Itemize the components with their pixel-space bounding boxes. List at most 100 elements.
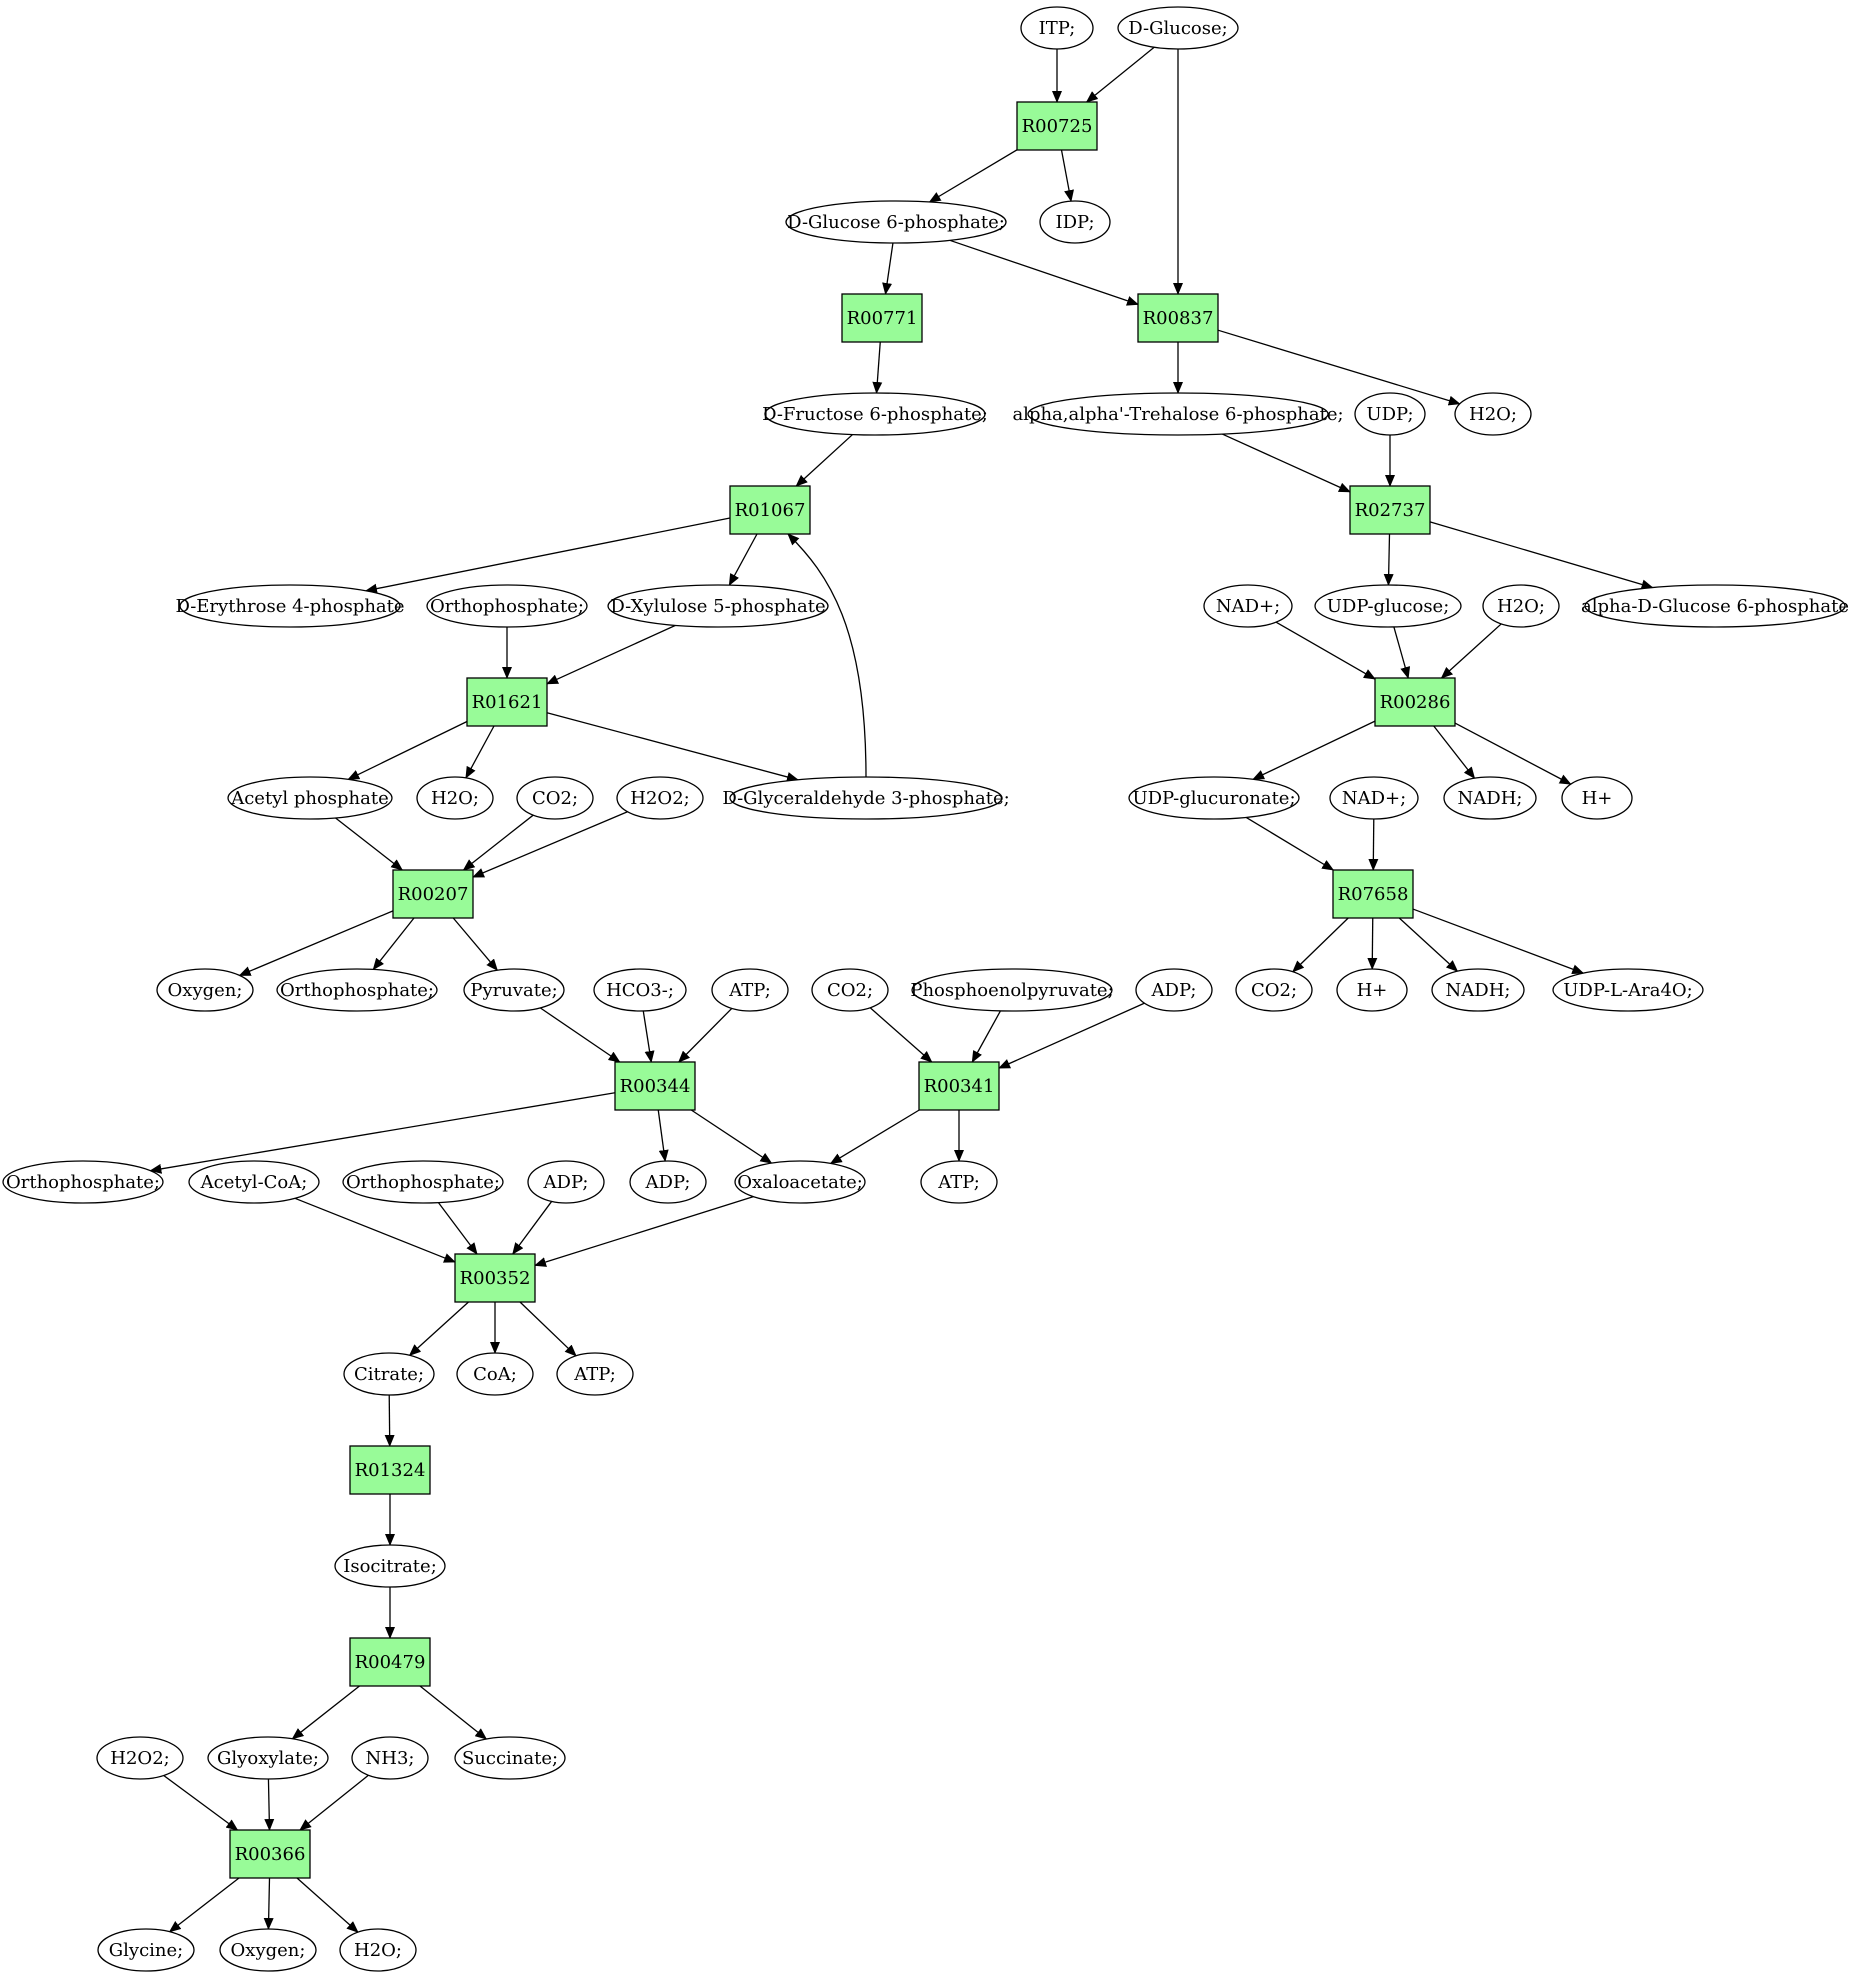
metabolite-node-m_idp[interactable]: IDP;	[1039, 200, 1111, 244]
node-label: alpha,alpha'-Trehalose 6-phosphate;	[1012, 404, 1343, 425]
metabolite-node-m_co2_2[interactable]: CO2;	[811, 968, 889, 1012]
reaction-node-r_R00771[interactable]: R00771	[841, 293, 923, 343]
node-label: D-Erythrose 4-phosphate	[175, 596, 404, 617]
metabolite-ellipse	[1454, 392, 1532, 436]
metabolite-node-m_pi_4[interactable]: Orthophosphate;	[342, 1160, 504, 1204]
node-label: H+	[1582, 788, 1613, 809]
metabolite-node-m_hplus_1[interactable]: H+	[1561, 776, 1633, 820]
node-label: R01621	[472, 692, 543, 713]
metabolite-ellipse	[1020, 6, 1094, 50]
metabolite-node-m_co2_1[interactable]: CO2;	[516, 776, 594, 820]
reaction-node-r_R01621[interactable]: R01621	[466, 677, 548, 727]
metabolite-node-m_gly[interactable]: Glycine;	[97, 1928, 195, 1972]
reaction-node-r_R01324[interactable]: R01324	[349, 1445, 431, 1495]
metabolite-ellipse	[920, 1160, 998, 1204]
metabolite-node-m_o2_1[interactable]: Oxygen;	[156, 968, 254, 1012]
reaction-node-r_R00341[interactable]: R00341	[918, 1061, 1000, 1111]
metabolite-node-m_x5p[interactable]: D-Xylulose 5-phosphate	[607, 584, 829, 628]
metabolite-node-m_glx[interactable]: Glyoxylate;	[207, 1736, 329, 1780]
metabolite-node-m_adp_1[interactable]: ADP;	[1135, 968, 1213, 1012]
reaction-box	[454, 1253, 536, 1303]
reaction-node-r_R00837[interactable]: R00837	[1137, 293, 1219, 343]
metabolite-node-m_acp[interactable]: Acetyl phosphate	[227, 776, 393, 820]
metabolite-ellipse	[207, 1736, 329, 1780]
reaction-node-r_R02737[interactable]: R02737	[1349, 485, 1431, 535]
metabolite-node-m_hco3[interactable]: HCO3-;	[593, 968, 687, 1012]
reaction-node-r_R00352[interactable]: R00352	[454, 1253, 536, 1303]
reaction-box	[729, 485, 811, 535]
metabolite-node-m_adp_3[interactable]: ADP;	[629, 1160, 707, 1204]
reaction-node-r_R00366[interactable]: R00366	[229, 1829, 311, 1879]
metabolite-node-m_pyr[interactable]: Pyruvate;	[463, 968, 565, 1012]
metabolite-node-m_nadh_2[interactable]: NADH;	[1431, 968, 1525, 1012]
node-label: Glycine;	[109, 1940, 183, 1961]
metabolite-node-m_h2o2_1[interactable]: H2O2;	[616, 776, 704, 820]
metabolite-node-m_coa[interactable]: CoA;	[456, 1352, 534, 1396]
metabolite-node-m_nadh_1[interactable]: NADH;	[1443, 776, 1537, 820]
reaction-node-r_R01067[interactable]: R01067	[729, 485, 811, 535]
metabolite-node-m_e4p[interactable]: D-Erythrose 4-phosphate	[175, 584, 405, 628]
reaction-node-r_R00286[interactable]: R00286	[1374, 677, 1456, 727]
metabolite-node-m_cit[interactable]: Citrate;	[343, 1352, 435, 1396]
node-label: R00771	[847, 308, 918, 329]
metabolite-node-m_udpglcA[interactable]: UDP-glucuronate;	[1128, 776, 1300, 820]
metabolite-node-m_ag6p[interactable]: alpha-D-Glucose 6-phosphate	[1581, 584, 1849, 628]
metabolite-node-m_dglucose[interactable]: D-Glucose;	[1117, 6, 1239, 50]
reaction-box	[841, 293, 923, 343]
metabolite-node-m_udpara[interactable]: UDP-L-Ara4O;	[1552, 968, 1704, 1012]
metabolite-node-m_adp_2[interactable]: ADP;	[527, 1160, 605, 1204]
metabolite-ellipse	[342, 1160, 504, 1204]
node-label: NADH;	[1446, 980, 1511, 1001]
metabolite-node-m_icit[interactable]: Isocitrate;	[334, 1544, 446, 1588]
edge-m_pyr-to-r_R00344	[539, 1007, 621, 1063]
metabolite-node-m_succ[interactable]: Succinate;	[454, 1736, 566, 1780]
metabolite-node-m_atp_1[interactable]: ATP;	[711, 968, 789, 1012]
metabolite-node-m_accoa[interactable]: Acetyl-CoA;	[188, 1160, 320, 1204]
metabolite-node-m_pi_1[interactable]: Orthophosphate;	[426, 584, 588, 628]
metabolite-node-m_oaa[interactable]: Oxaloacetate;	[734, 1160, 866, 1204]
metabolite-ellipse	[156, 968, 254, 1012]
metabolite-node-m_h2o_1[interactable]: H2O;	[1454, 392, 1532, 436]
metabolite-node-m_udp[interactable]: UDP;	[1354, 392, 1426, 436]
metabolite-node-m_nad_2[interactable]: NAD+;	[1329, 776, 1419, 820]
metabolite-node-m_co2_3[interactable]: CO2;	[1235, 968, 1313, 1012]
metabolite-node-m_atp_3[interactable]: ATP;	[556, 1352, 634, 1396]
metabolite-ellipse	[351, 1736, 429, 1780]
metabolite-node-m_g6p[interactable]: D-Glucose 6-phosphate;	[785, 200, 1007, 244]
edge-r_R00479-to-m_glx	[291, 1685, 360, 1740]
metabolite-ellipse	[339, 1928, 417, 1972]
metabolite-node-m_h2o_2[interactable]: H2O;	[1482, 584, 1560, 628]
metabolite-node-m_itp[interactable]: ITP;	[1020, 6, 1094, 50]
reaction-node-r_R07658[interactable]: R07658	[1332, 869, 1414, 919]
metabolite-node-m_nh3[interactable]: NH3;	[351, 1736, 429, 1780]
node-label: D-Glucose 6-phosphate;	[787, 212, 1005, 233]
metabolite-node-m_h2o_3[interactable]: H2O;	[416, 776, 494, 820]
metabolite-node-m_h2o2_2[interactable]: H2O2;	[96, 1736, 184, 1780]
metabolite-node-m_t6p[interactable]: alpha,alpha'-Trehalose 6-phosphate;	[1012, 392, 1344, 436]
node-label: R00352	[460, 1268, 531, 1289]
metabolite-ellipse	[1354, 392, 1426, 436]
metabolite-node-m_g3p[interactable]: D-Glyceraldehyde 3-phosphate;	[722, 776, 1010, 820]
metabolite-node-m_hplus_2[interactable]: H+	[1336, 968, 1408, 1012]
metabolite-node-m_nad_1[interactable]: NAD+;	[1203, 584, 1293, 628]
metabolite-node-m_h2o_4[interactable]: H2O;	[339, 1928, 417, 1972]
reaction-box	[349, 1637, 431, 1687]
metabolite-node-m_pi_2[interactable]: Orthophosphate;	[276, 968, 438, 1012]
reaction-node-r_R00207[interactable]: R00207	[392, 869, 474, 919]
metabolite-ellipse	[96, 1736, 184, 1780]
metabolite-node-m_pi_3[interactable]: Orthophosphate;	[2, 1160, 164, 1204]
metabolite-node-m_pep[interactable]: Phosphoenolpyruvate;	[910, 968, 1114, 1012]
reaction-node-r_R00725[interactable]: R00725	[1016, 101, 1098, 151]
metabolite-node-m_udpglc[interactable]: UDP-glucose;	[1314, 584, 1462, 628]
metabolite-node-m_f6p[interactable]: D-Fructose 6-phosphate;	[762, 392, 988, 436]
reaction-node-r_R00344[interactable]: R00344	[614, 1061, 696, 1111]
metabolite-node-m_o2_2[interactable]: Oxygen;	[219, 1928, 317, 1972]
reaction-node-r_R00479[interactable]: R00479	[349, 1637, 431, 1687]
node-label: R00366	[235, 1844, 306, 1865]
node-label: Orthophosphate;	[430, 596, 584, 617]
edge-m_g6p-to-r_R00771	[882, 242, 894, 295]
node-label: ATP;	[937, 1172, 980, 1193]
metabolite-node-m_atp_2[interactable]: ATP;	[920, 1160, 998, 1204]
metabolite-ellipse	[729, 776, 1003, 820]
metabolite-ellipse	[516, 776, 594, 820]
